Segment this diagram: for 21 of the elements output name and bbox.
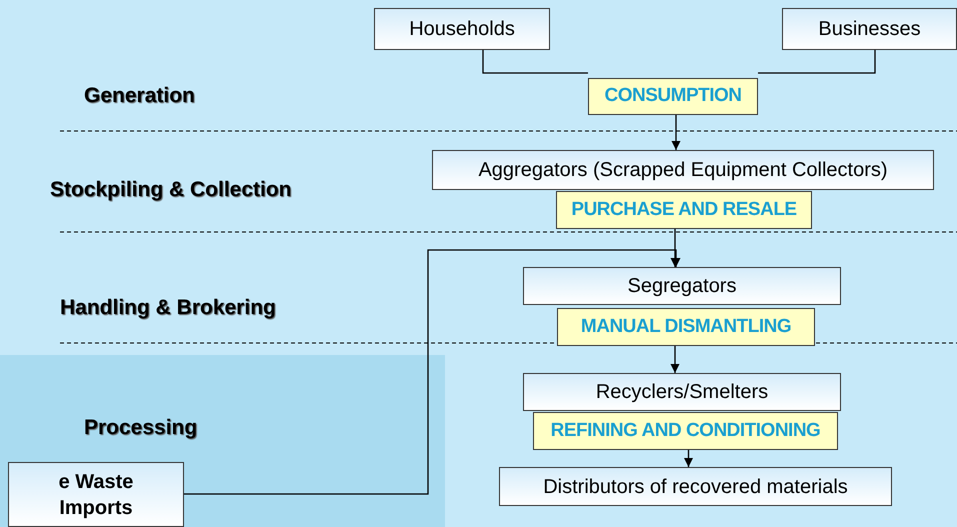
actor-box: Businesses <box>782 8 957 50</box>
arrow <box>684 450 694 467</box>
arrow <box>184 249 681 495</box>
actor-box: Distributors of recovered materials <box>499 467 892 506</box>
stage-label: Handling & Brokering <box>60 295 276 321</box>
stage-label: Stockpiling & Collection <box>50 177 292 203</box>
arrow <box>671 115 681 150</box>
actor-box: Recyclers/Smelters <box>523 373 841 411</box>
connector-line <box>482 50 588 74</box>
activity-box: PURCHASE AND RESALE <box>556 191 812 229</box>
stage-label: Generation <box>84 83 195 109</box>
actor-box: Aggregators (Scrapped Equipment Collectors) <box>432 150 934 190</box>
source-box: e Waste Imports <box>8 462 184 527</box>
arrow <box>670 346 680 373</box>
actor-box: Households <box>374 8 550 50</box>
activity-box: CONSUMPTION <box>588 78 758 115</box>
activity-box: MANUAL DISMANTLING <box>557 308 815 346</box>
connector-line <box>758 50 876 74</box>
actor-box: Segregators <box>523 267 841 305</box>
activity-box: REFINING AND CONDITIONING <box>533 412 838 450</box>
stage-label: Processing <box>84 415 198 441</box>
